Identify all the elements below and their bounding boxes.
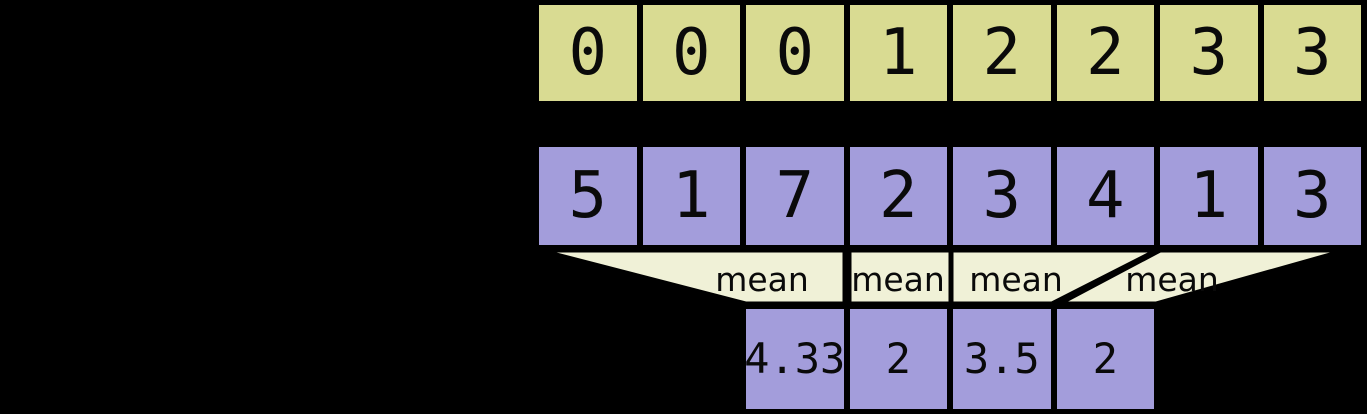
result-cell: 4.33 (744, 309, 845, 409)
results-row: 4.33 2 3.5 2 (740, 304, 1160, 414)
group-cell: 3 (1263, 5, 1361, 101)
group-cell: 1 (849, 5, 947, 101)
group-cell: 3 (1160, 5, 1258, 101)
group-cell: 0 (746, 5, 844, 101)
result-cell: 3.5 (953, 309, 1051, 409)
group-cell: 0 (642, 5, 740, 101)
mean-label: mean (851, 260, 945, 299)
value-cell: 1 (642, 147, 740, 245)
mean-funnels: mean mean mean mean (536, 247, 1349, 307)
mean-label: mean (1125, 260, 1219, 299)
group-cell: 2 (953, 5, 1051, 101)
value-cell: 7 (746, 147, 844, 245)
value-cell: 2 (849, 147, 947, 245)
values-row: 5 1 7 2 3 4 1 3 (533, 142, 1367, 250)
mean-label: mean (969, 260, 1063, 299)
result-cell: 2 (849, 309, 947, 409)
group-cell: 0 (539, 5, 637, 101)
value-cell: 1 (1160, 147, 1258, 245)
group-labels-row: 0 0 0 1 2 2 3 3 (533, 0, 1367, 106)
group-cell: 2 (1056, 5, 1154, 101)
value-cell: 5 (539, 147, 637, 245)
mean-label: mean (715, 260, 809, 299)
result-cell: 2 (1056, 309, 1154, 409)
value-cell: 3 (1263, 147, 1361, 245)
value-cell: 3 (953, 147, 1051, 245)
value-cell: 4 (1056, 147, 1154, 245)
